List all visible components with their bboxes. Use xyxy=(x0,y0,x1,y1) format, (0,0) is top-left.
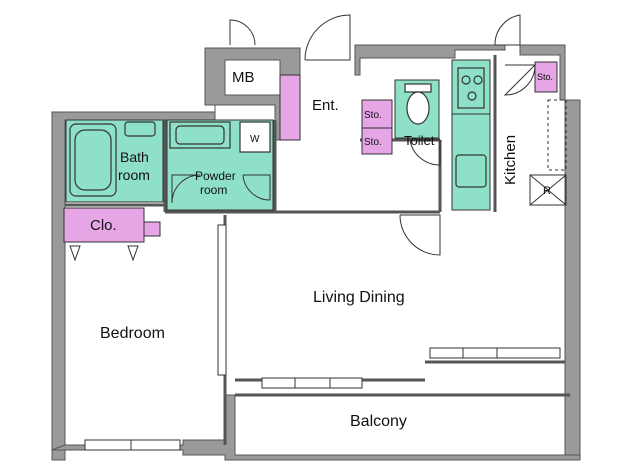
washer-label: W xyxy=(250,134,260,145)
bedroom-label: Bedroom xyxy=(100,325,165,342)
room-labels: MB Ent. Sto. Sto. Toilet Kitchen Sto. R … xyxy=(90,69,553,430)
bath-fill xyxy=(65,119,164,203)
kitchen-label: Kitchen xyxy=(502,135,519,185)
powder-fixtures xyxy=(169,121,271,153)
refrigerator xyxy=(529,99,567,206)
storage-kitchen-label: Sto. xyxy=(537,72,553,82)
toilet-fixture xyxy=(404,83,432,125)
entrance-label: Ent. xyxy=(312,97,339,114)
storage-bottom-label: Sto. xyxy=(364,137,382,148)
mb-label: MB xyxy=(232,69,255,86)
kitchen-fixtures xyxy=(455,67,487,188)
outer-walls xyxy=(51,44,581,461)
bathtub xyxy=(69,121,156,197)
powder-label-line2: room xyxy=(200,183,227,197)
balcony-label: Balcony xyxy=(350,413,407,430)
storage-top-label: Sto. xyxy=(364,110,382,121)
powder-label-line1: Powder xyxy=(195,169,236,183)
windows xyxy=(84,224,561,451)
bath-label-line2: room xyxy=(118,167,150,183)
toilet-label: Toilet xyxy=(404,133,435,148)
kitchen-counter-bottom xyxy=(451,113,491,211)
door-swings xyxy=(171,14,537,256)
bath-label-line1: Bath xyxy=(120,149,149,165)
storage-areas xyxy=(63,61,558,243)
living-dining-label: Living Dining xyxy=(313,289,405,306)
refrigerator-label: R xyxy=(543,185,551,197)
closet-doors xyxy=(69,245,139,262)
closet-label: Clo. xyxy=(90,217,117,234)
